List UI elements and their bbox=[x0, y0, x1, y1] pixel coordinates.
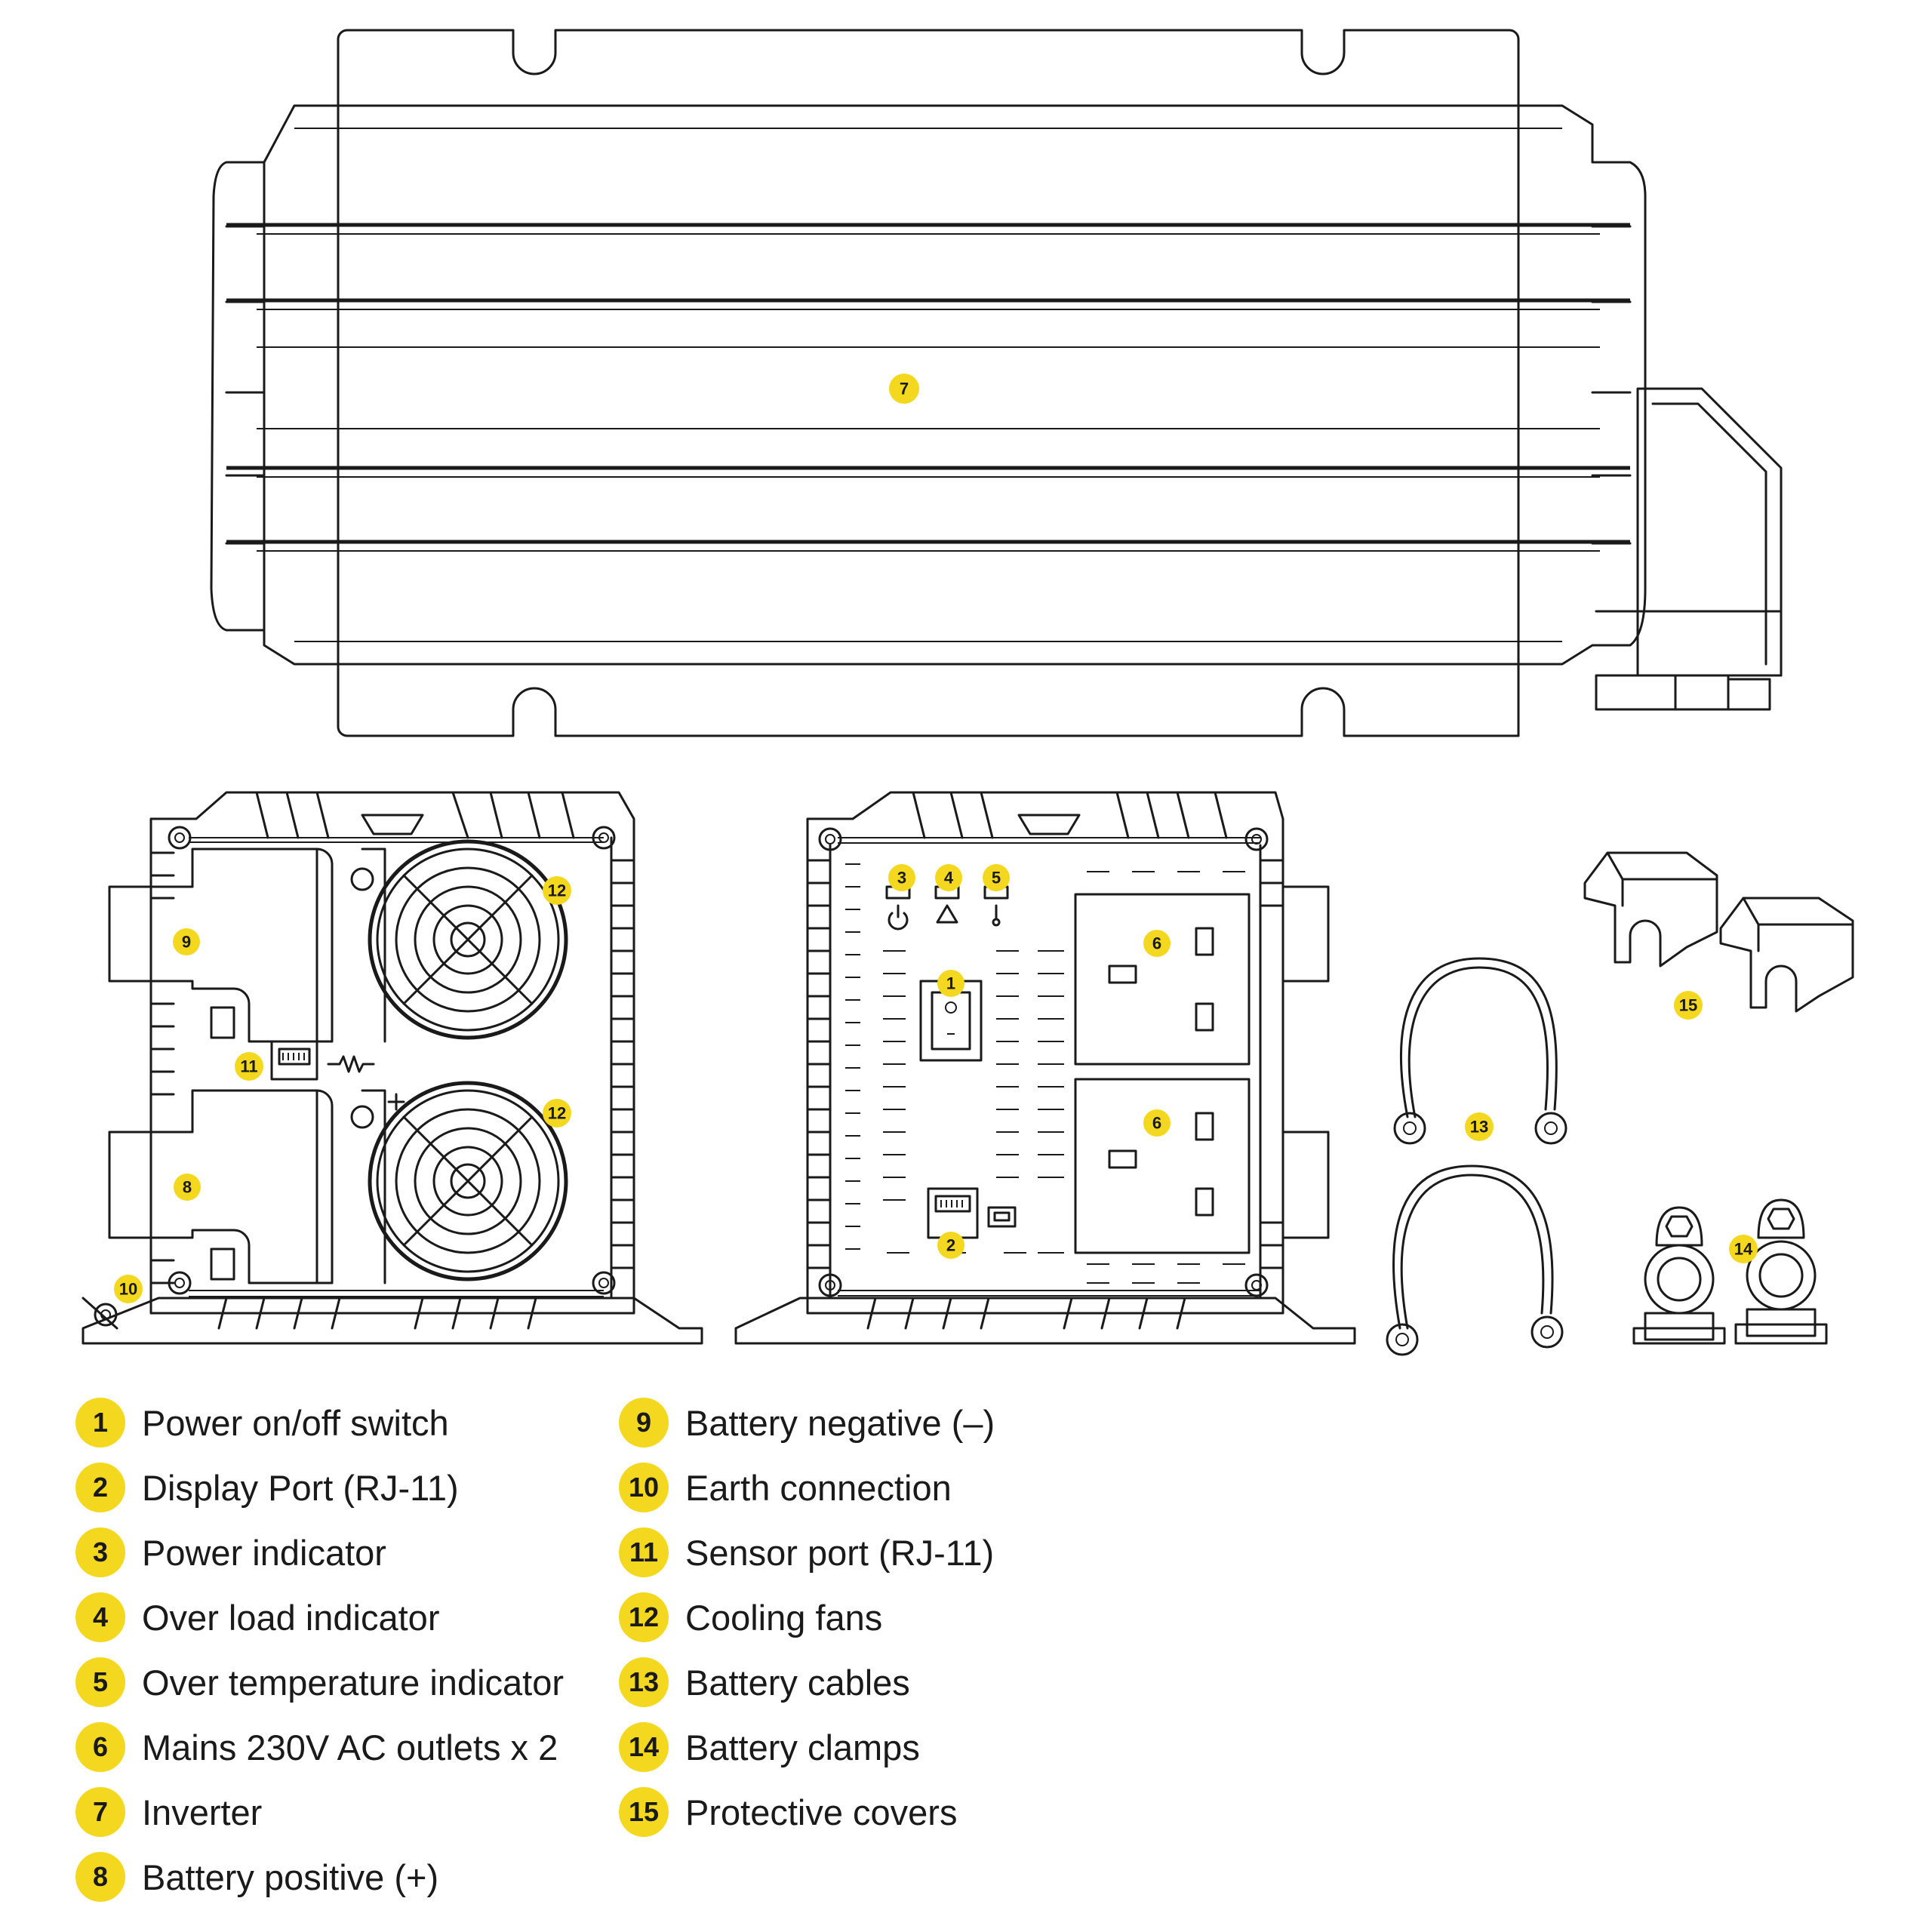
svg-text:1: 1 bbox=[946, 974, 955, 993]
legend-label: Display Port (RJ-11) bbox=[142, 1467, 459, 1508]
legend-number: 6 bbox=[75, 1722, 125, 1772]
legend-number: 9 bbox=[619, 1398, 669, 1447]
cooling-fan-top bbox=[368, 839, 568, 1040]
legend-label: Mains 230V AC outlets x 2 bbox=[142, 1727, 558, 1767]
legend-number: 1 bbox=[75, 1398, 125, 1447]
legend-item: 4 Over load indicator bbox=[75, 1591, 439, 1644]
callout-marker-10: 10 bbox=[114, 1275, 143, 1303]
legend-label: Power indicator bbox=[142, 1532, 386, 1573]
svg-text:11: 11 bbox=[240, 1057, 257, 1076]
svg-text:6: 6 bbox=[1152, 934, 1161, 953]
svg-text:10: 10 bbox=[119, 1280, 137, 1299]
legend-label: Sensor port (RJ-11) bbox=[685, 1532, 995, 1573]
svg-text:3: 3 bbox=[897, 869, 906, 888]
legend-item: 7 Inverter bbox=[75, 1786, 262, 1838]
svg-text:4: 4 bbox=[944, 869, 954, 888]
legend-label: Earth connection bbox=[685, 1467, 952, 1508]
svg-text:9: 9 bbox=[182, 933, 191, 952]
legend-number: 14 bbox=[619, 1722, 669, 1772]
callout-marker-12a: 12 bbox=[543, 876, 571, 905]
legend-label: Battery cables bbox=[685, 1662, 910, 1703]
legend-item: 2 Display Port (RJ-11) bbox=[75, 1461, 459, 1514]
callout-marker-1: 1 bbox=[937, 970, 964, 997]
callout-marker-3: 3 bbox=[888, 864, 915, 891]
callout-marker-9: 9 bbox=[173, 928, 200, 955]
legend-number: 15 bbox=[619, 1787, 669, 1837]
legend-label: Battery positive (+) bbox=[142, 1857, 439, 1897]
legend-label: Battery clamps bbox=[685, 1727, 920, 1767]
svg-text:7: 7 bbox=[900, 380, 909, 398]
legend-number: 7 bbox=[75, 1787, 125, 1837]
legend-label: Battery negative (–) bbox=[685, 1402, 995, 1443]
legend-number: 4 bbox=[75, 1592, 125, 1642]
legend-label: Over load indicator bbox=[142, 1597, 440, 1638]
callout-marker-14: 14 bbox=[1729, 1235, 1758, 1263]
callout-marker-8: 8 bbox=[174, 1174, 201, 1201]
legend-item: 5 Over temperature indicator bbox=[75, 1656, 564, 1709]
callout-marker-6a: 6 bbox=[1143, 930, 1171, 957]
legend-item: 15 Protective covers bbox=[619, 1786, 957, 1838]
inverter-back-view bbox=[82, 791, 703, 1345]
svg-text:12: 12 bbox=[548, 1104, 566, 1123]
legend-item: 12 Cooling fans bbox=[619, 1591, 882, 1644]
legend-item: 14 Battery clamps bbox=[619, 1721, 920, 1774]
legend-item: 8 Battery positive (+) bbox=[75, 1850, 438, 1903]
legend-number: 3 bbox=[75, 1527, 125, 1577]
inverter-front-view bbox=[734, 791, 1356, 1345]
battery-clamps bbox=[1632, 1198, 1828, 1345]
legend-item: 11 Sensor port (RJ-11) bbox=[619, 1526, 994, 1579]
callout-marker-15: 15 bbox=[1674, 991, 1703, 1020]
svg-text:13: 13 bbox=[1470, 1118, 1488, 1137]
legend-label: Power on/off switch bbox=[142, 1402, 449, 1443]
callout-marker-11: 11 bbox=[235, 1052, 263, 1081]
legend-number: 13 bbox=[619, 1657, 669, 1707]
legend-item: 3 Power indicator bbox=[75, 1526, 386, 1579]
svg-text:14: 14 bbox=[1734, 1240, 1753, 1259]
inverter-top-view bbox=[210, 29, 1783, 737]
legend-item: 10 Earth connection bbox=[619, 1461, 952, 1514]
svg-text:6: 6 bbox=[1152, 1114, 1161, 1133]
legend-item: 1 Power on/off switch bbox=[75, 1396, 449, 1449]
legend-number: 8 bbox=[75, 1852, 125, 1902]
callout-marker-4: 4 bbox=[935, 864, 962, 891]
legend-number: 2 bbox=[75, 1463, 125, 1512]
callout-marker-12b: 12 bbox=[543, 1099, 571, 1128]
svg-text:12: 12 bbox=[548, 881, 566, 900]
callout-marker-2: 2 bbox=[937, 1232, 964, 1259]
legend-number: 10 bbox=[619, 1463, 669, 1512]
legend-number: 11 bbox=[619, 1527, 669, 1577]
svg-text:5: 5 bbox=[992, 869, 1001, 888]
battery-cables bbox=[1386, 957, 1567, 1356]
protective-covers bbox=[1583, 851, 1854, 1013]
legend-item: 9 Battery negative (–) bbox=[619, 1396, 995, 1449]
callout-marker-7: 7 bbox=[889, 374, 919, 404]
svg-text:15: 15 bbox=[1679, 996, 1697, 1015]
cooling-fan-bottom bbox=[368, 1081, 568, 1281]
legend-number: 5 bbox=[75, 1657, 125, 1707]
legend-label: Cooling fans bbox=[685, 1597, 883, 1638]
callout-marker-6b: 6 bbox=[1143, 1109, 1171, 1137]
inverter-diagram: 1 2 3 4 5 6 6 7 8 9 10 11 12 12 13 14 15 bbox=[82, 29, 1854, 1356]
legend-item: 13 Battery cables bbox=[619, 1656, 910, 1709]
legend-number: 12 bbox=[619, 1592, 669, 1642]
legend-label: Protective covers bbox=[685, 1792, 958, 1832]
legend-item: 6 Mains 230V AC outlets x 2 bbox=[75, 1721, 558, 1774]
svg-text:8: 8 bbox=[183, 1178, 192, 1197]
legend-label: Inverter bbox=[142, 1792, 263, 1832]
legend-label: Over temperature indicator bbox=[142, 1662, 565, 1703]
callout-marker-13: 13 bbox=[1465, 1112, 1494, 1141]
callout-marker-5: 5 bbox=[983, 864, 1010, 891]
svg-text:2: 2 bbox=[946, 1236, 955, 1255]
